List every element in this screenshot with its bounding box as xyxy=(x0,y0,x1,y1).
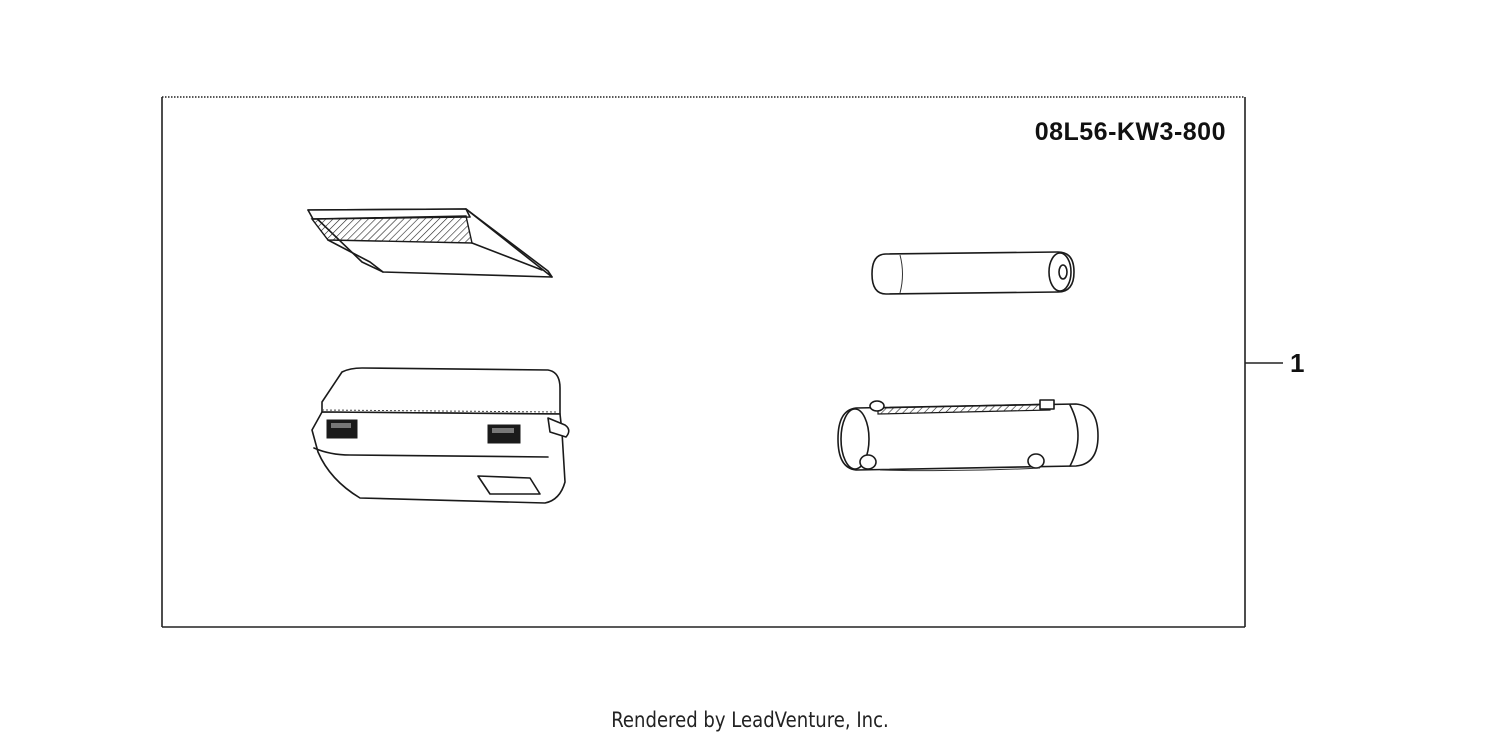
part-number-label: 08L56-KW3-800 xyxy=(1035,118,1226,146)
callout-1[interactable]: 1 xyxy=(1245,348,1304,378)
tube-case-icon xyxy=(837,399,1099,472)
saddlebag-case-icon xyxy=(311,367,570,504)
kit-frame xyxy=(161,96,1246,628)
wedge-plate-icon xyxy=(307,208,553,278)
footer-credit: Rendered by LeadVenture, Inc. xyxy=(611,708,889,732)
cylindrical-roll-icon xyxy=(871,251,1075,295)
callout-label: 1 xyxy=(1290,348,1304,378)
